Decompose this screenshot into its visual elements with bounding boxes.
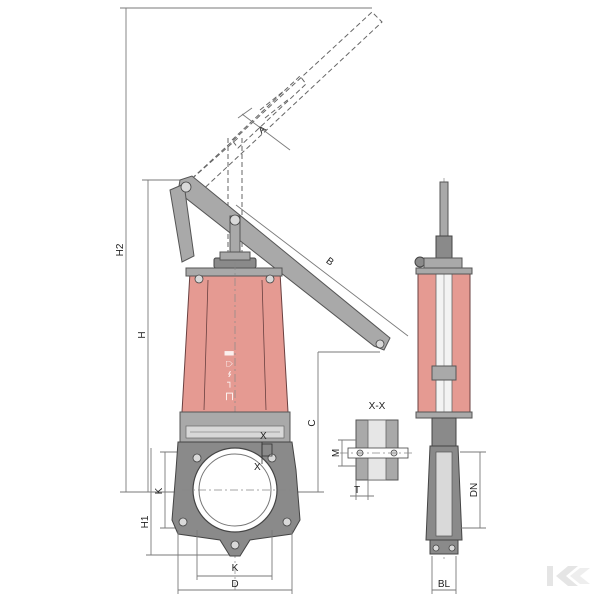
dim-label-h2: H2 xyxy=(115,243,126,256)
section-title: X-X xyxy=(369,401,386,412)
dim-label-k-horizontal: K xyxy=(232,563,239,574)
dim-label-h: H xyxy=(137,331,148,338)
dimension-t: T xyxy=(350,480,374,500)
nameplate xyxy=(179,411,291,443)
dim-label-m: M xyxy=(331,449,342,457)
valve-flange: X X xyxy=(171,431,301,557)
dim-label-d: D xyxy=(231,579,238,590)
dim-label-c: C xyxy=(307,419,318,426)
dimension-k-horizontal: K xyxy=(196,530,273,580)
dimension-d: D xyxy=(177,530,293,594)
dim-label-k-vertical: K xyxy=(154,487,165,494)
dimension-h2: H2 xyxy=(115,7,372,493)
body-brand-text: ▮ ⌂ ⌁ ⌐ ⊏ xyxy=(223,350,237,401)
side-view: DN BL xyxy=(414,178,486,594)
dimension-m: M xyxy=(331,439,356,467)
dim-label-t: T xyxy=(354,485,360,496)
dim-label-dn: DN xyxy=(469,483,480,497)
front-view: H2 H H1 K C xyxy=(115,7,409,594)
dimension-h1: H1 xyxy=(140,448,238,556)
section-mark-x-upper: X xyxy=(260,431,267,442)
dimension-dn: DN xyxy=(460,451,486,529)
dimension-bl: BL xyxy=(431,556,457,594)
section-mark-x-lower: X xyxy=(254,462,261,473)
orange-chevron-logo-icon xyxy=(547,566,590,586)
section-xx-view: X-X M T xyxy=(331,401,412,500)
dim-label-b: B xyxy=(324,256,336,269)
dim-label-h1: H1 xyxy=(140,515,151,528)
dim-label-bl: BL xyxy=(438,579,451,590)
